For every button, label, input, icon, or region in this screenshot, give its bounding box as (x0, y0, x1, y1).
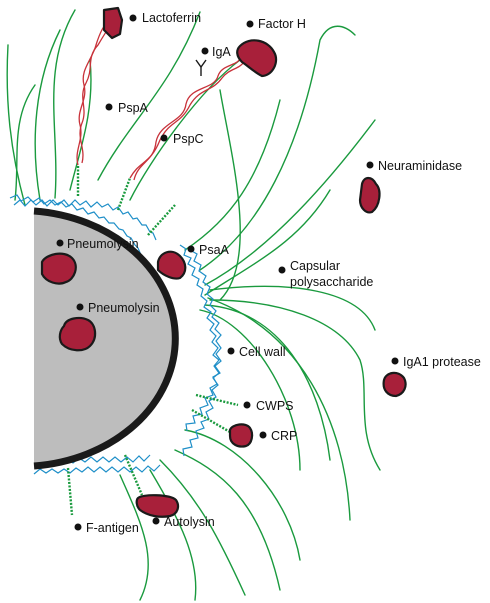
label-psaa: PsaA (187, 243, 230, 257)
label-f-antigen: F-antigen (74, 521, 139, 535)
cell-wall-label: Cell wall (239, 345, 286, 359)
label-autolysin: Autolysin (152, 515, 215, 529)
label-pneumolysin-1: Pneumolysin (56, 237, 139, 251)
factor-h-shape (236, 39, 278, 78)
label-pspa: PspA (105, 101, 149, 115)
crp-shape (228, 423, 254, 448)
label-cwps: CWPS (243, 399, 294, 413)
pili-fibrils (6, 9, 381, 601)
cwps-label: CWPS (256, 399, 294, 413)
neuraminidase-label: Neuraminidase (378, 159, 462, 173)
pneumolysin-2-label: Pneumolysin (88, 301, 160, 315)
crp-label: CRP (271, 429, 297, 443)
label-cell-wall: Cell wall (227, 345, 286, 359)
iga1-protease-label: IgA1 protease (403, 355, 481, 369)
psaa-label: PsaA (199, 243, 230, 257)
psaa-shape (156, 250, 187, 280)
cell-wall-outline (33, 207, 179, 470)
label-pspc: PspC (160, 132, 204, 146)
factor-h-label: Factor H (258, 17, 306, 31)
autolysin-shape (135, 494, 180, 518)
iga-label: IgA (212, 45, 231, 59)
iga-antibody-icon (195, 59, 207, 76)
pspc-label: PspC (173, 132, 204, 146)
labels: Lactoferrin Factor H IgA PspA PspC Neura… (56, 11, 481, 535)
f-antigen-label: F-antigen (86, 521, 139, 535)
capsular-label-line-1: Capsular (290, 259, 340, 273)
lactoferrin-shape (102, 6, 124, 40)
pneumolysin-1-label: Pneumolysin (67, 237, 139, 251)
pneumolysin-1-shape (40, 252, 77, 285)
label-lactoferrin: Lactoferrin (129, 11, 201, 25)
pspa-label: PspA (118, 101, 149, 115)
lactoferrin-label: Lactoferrin (142, 11, 201, 25)
label-neuraminidase: Neuraminidase (366, 159, 462, 173)
autolysin-label: Autolysin (164, 515, 215, 529)
label-capsular-polysaccharide: Capsular polysaccharide (278, 259, 373, 289)
label-factor-h: Factor H (246, 17, 306, 31)
neuraminidase-shape (358, 176, 381, 214)
proteins (40, 6, 407, 518)
iga1-protease-shape (382, 371, 407, 398)
pneumolysin-2-shape (58, 316, 97, 352)
choline-binding-chains (76, 17, 245, 181)
label-pneumolysin-2: Pneumolysin (76, 301, 160, 315)
capsular-label-line-2: polysaccharide (290, 275, 373, 289)
surface-chains (66, 165, 239, 516)
label-iga: IgA (201, 45, 231, 59)
label-crp: CRP (259, 429, 297, 443)
label-iga1-protease: IgA1 protease (391, 355, 481, 369)
